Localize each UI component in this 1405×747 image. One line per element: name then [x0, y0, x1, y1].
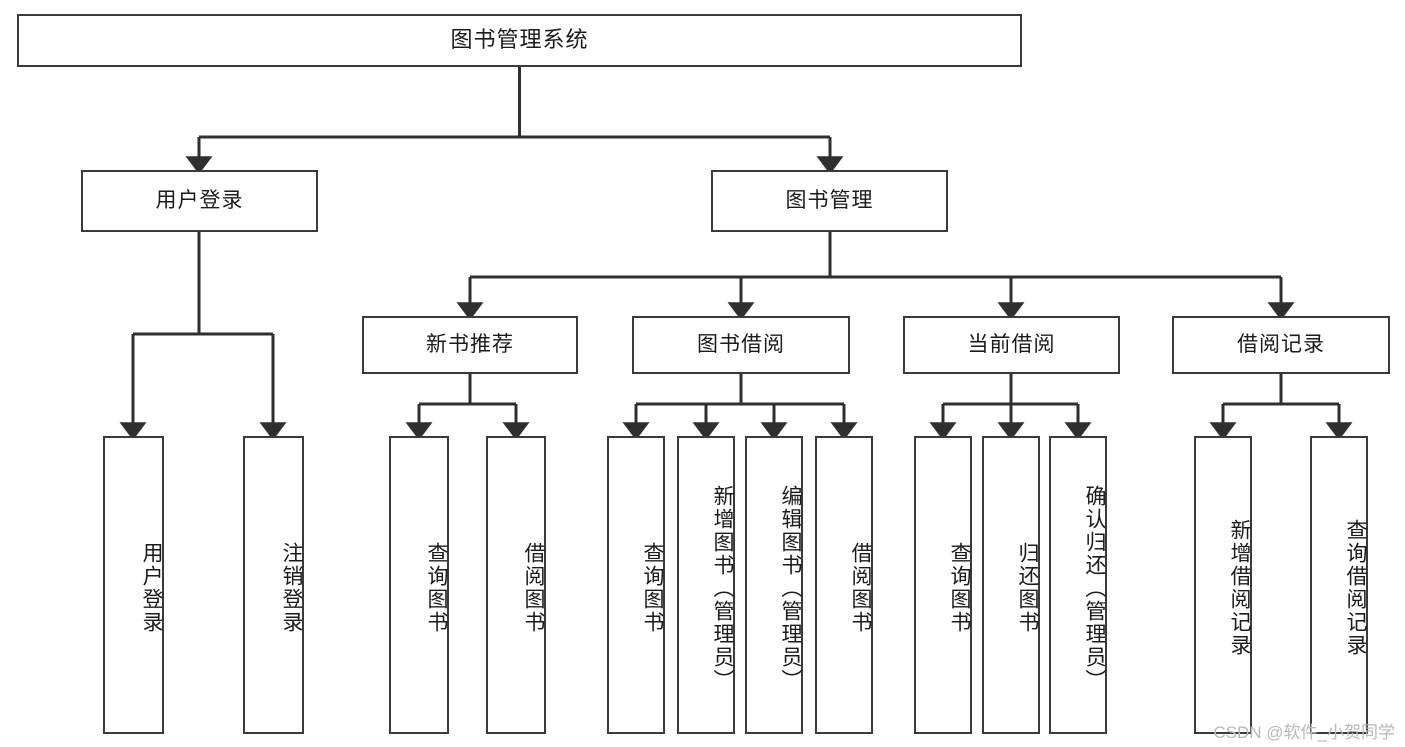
node-leaf-edit-book[interactable]: 编辑图书（管理员） [745, 436, 803, 734]
node-leaf-borrow-book-1[interactable]: 借阅图书 [486, 436, 546, 734]
node-leaf-add-record[interactable]: 新增借阅记录 [1194, 436, 1252, 734]
node-leaf-logout[interactable]: 注销登录 [243, 436, 304, 734]
node-leaf-query-record[interactable]: 查询借阅记录 [1310, 436, 1368, 734]
node-current-borrow[interactable]: 当前借阅 [903, 316, 1120, 374]
node-leaf-user-login[interactable]: 用户登录 [103, 436, 164, 734]
node-leaf-add-book[interactable]: 新增图书（管理员） [677, 436, 735, 734]
node-leaf-borrow-book-2[interactable]: 借阅图书 [815, 436, 873, 734]
node-leaf-query-book-2[interactable]: 查询图书 [607, 436, 665, 734]
node-book-management[interactable]: 图书管理 [711, 170, 948, 232]
node-leaf-query-book-1[interactable]: 查询图书 [389, 436, 449, 734]
node-leaf-return-book[interactable]: 归还图书 [982, 436, 1040, 734]
node-leaf-query-book-3[interactable]: 查询图书 [914, 436, 972, 734]
node-borrow-record[interactable]: 借阅记录 [1172, 316, 1390, 374]
node-root-system[interactable]: 图书管理系统 [17, 14, 1022, 67]
node-leaf-confirm-return[interactable]: 确认归还（管理员） [1049, 436, 1107, 734]
node-book-borrow[interactable]: 图书借阅 [632, 316, 850, 374]
node-new-book-recommend[interactable]: 新书推荐 [362, 316, 578, 374]
node-user-login[interactable]: 用户登录 [81, 170, 318, 232]
